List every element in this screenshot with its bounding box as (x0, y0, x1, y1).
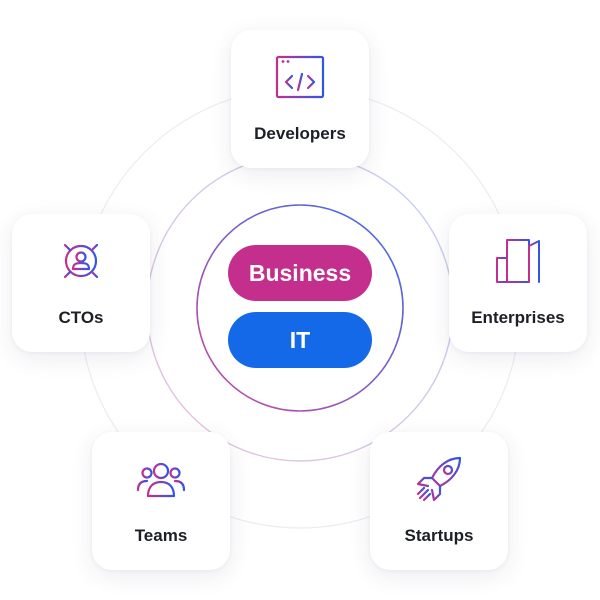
ctos-label: CTOs (58, 308, 104, 327)
rocket-icon (416, 456, 462, 502)
ctos-card[interactable]: CTOs (12, 214, 150, 352)
target-user-icon (56, 236, 106, 286)
developers-label: Developers (254, 124, 346, 143)
enterprises-label: Enterprises (471, 308, 565, 327)
teams-card[interactable]: Teams (92, 432, 230, 570)
startups-card[interactable]: Startups (370, 432, 508, 570)
team-icon (136, 462, 186, 498)
developers-card[interactable]: Developers (231, 30, 369, 168)
startups-label: Startups (404, 526, 474, 545)
it-pill[interactable]: IT (228, 312, 372, 368)
code-window-icon (275, 55, 325, 99)
middle-ring (146, 154, 454, 462)
office-buildings-icon (493, 239, 543, 283)
enterprises-card[interactable]: Enterprises (449, 214, 587, 352)
teams-label: Teams (134, 526, 188, 545)
business-pill[interactable]: Business (228, 245, 372, 301)
inner-ring (196, 204, 404, 412)
